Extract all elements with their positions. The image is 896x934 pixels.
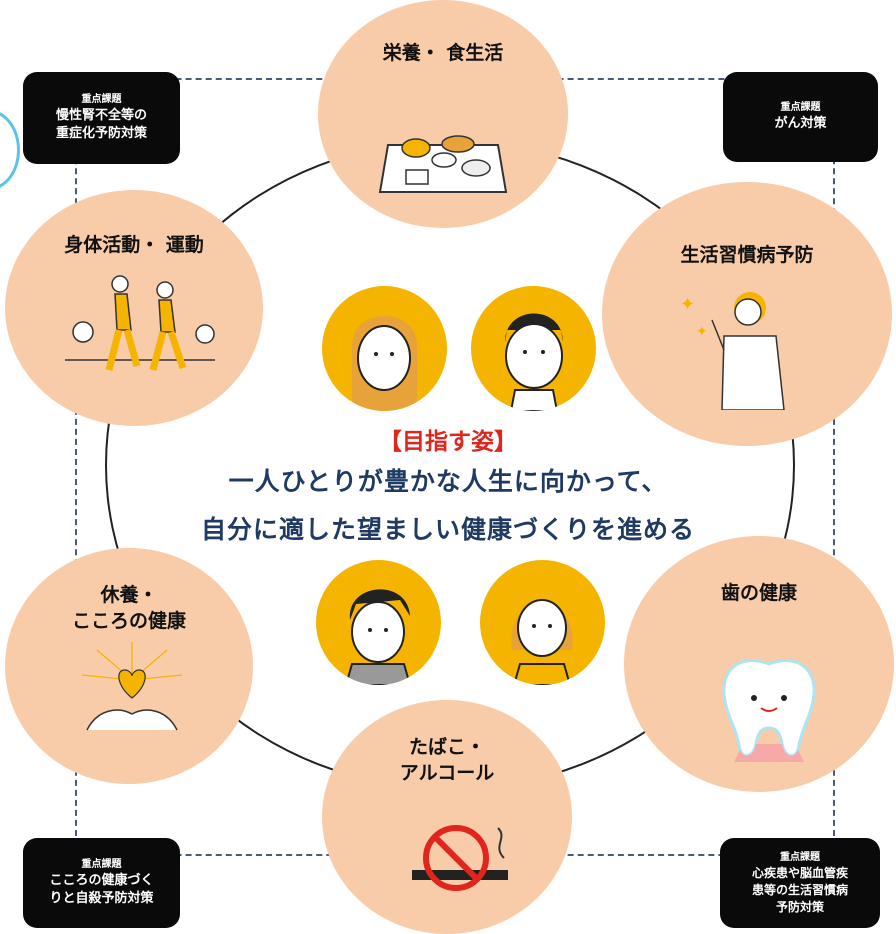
topic-exercise-label: 身体活動・ 運動 [64,234,204,256]
boy-face-avatar [316,560,441,685]
running-people-icon [65,275,215,371]
topic-teeth: 歯の健康 [624,536,894,792]
man-face-icon [505,313,563,411]
girl-face-icon [511,599,573,685]
topic-exercise: 身体活動・ 運動 [5,190,263,426]
topic-rest: 休養・ こころの健康 [5,548,253,784]
doctor-icon: ✦ ✦ [680,292,785,410]
topic-tobacco-label: たばこ・ アルコール [399,736,495,784]
girl-face-avatar [480,560,605,685]
badge-kidney: 重点課題 慢性腎不全等の 重症化予防対策 [23,72,180,164]
topic-lifestyle: 生活習慣病予防 ✦ ✦ [602,182,892,446]
meal-tray-icon [378,135,508,193]
goal-heading: 【目指す姿】 [379,429,517,455]
tooth-icon [722,659,816,762]
badge-heart-tag: 重点課題 [780,851,820,863]
badge-kidney-tag: 重点課題 [81,94,122,105]
svg-text:✦: ✦ [680,294,695,315]
badge-cancer: 重点課題 がん対策 [723,72,878,162]
no-smoking-icon [412,825,508,891]
goal-line-2: 自分に適した望ましい健康づくりを進める [200,515,695,544]
topic-lifestyle-label: 生活習慣病予防 [680,244,814,266]
topic-rest-label: 休養・ こころの健康 [71,584,186,632]
goal-line-1: 一人ひとりが豊かな人生に向かって、 [228,467,668,496]
badge-cancer-tag: 重点課題 [780,102,821,113]
svg-text:✦: ✦ [696,324,708,340]
woman-face-icon [352,316,417,411]
blue-arc-decoration [0,110,20,190]
man-face-avatar [471,286,596,411]
topic-tobacco: たばこ・ アルコール [322,700,572,934]
badge-mental: 重点課題 こころの健康づく りと自殺予防対策 [23,838,180,928]
badge-mental-text: こころの健康づく りと自殺予防対策 [49,873,154,906]
topic-nutrition-label: 栄養・ 食生活 [382,42,504,64]
topic-nutrition: 栄養・ 食生活 [318,0,568,228]
badge-cancer-text: がん対策 [774,116,827,131]
boy-face-icon [344,589,412,685]
badge-kidney-text: 慢性腎不全等の 重症化予防対策 [55,108,147,141]
badge-heart: 重点課題 心疾患や脳血管疾 患等の生活習慣病 予防対策 [720,838,880,928]
topic-teeth-label: 歯の健康 [720,582,797,604]
badge-mental-tag: 重点課題 [81,859,122,870]
badge-heart-text: 心疾患や脳血管疾 患等の生活習慣病 予防対策 [751,865,848,914]
woman-face-avatar [322,286,447,411]
heart-hands-icon [81,642,183,731]
